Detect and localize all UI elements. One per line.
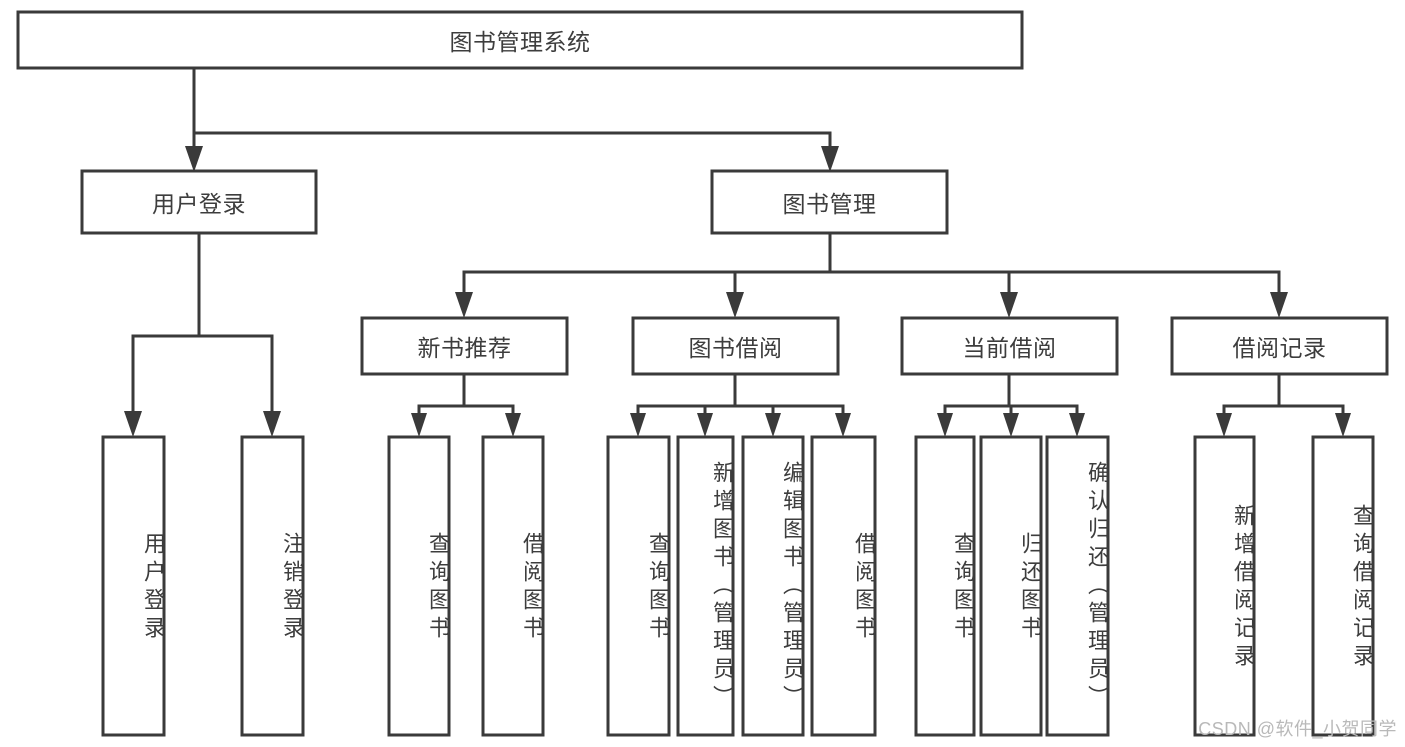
node-box-leaf-edit-book[interactable] xyxy=(741,435,805,737)
connector-current-borrow-to-leaves xyxy=(937,372,1085,437)
node-box-new-book-recommend[interactable] xyxy=(360,316,569,376)
node-box-leaf-query-record[interactable] xyxy=(1311,435,1375,737)
connector-new-book-recommend-to-leaves xyxy=(411,372,521,437)
node-box-leaf-user-login[interactable] xyxy=(101,435,166,737)
node-box-leaf-query-book-3[interactable] xyxy=(914,435,976,737)
node-box-leaf-confirm-return[interactable] xyxy=(1045,435,1110,737)
node-box-leaf-query-book-1[interactable] xyxy=(387,435,451,737)
node-box-book-borrow[interactable] xyxy=(631,316,840,376)
node-box-current-borrow[interactable] xyxy=(900,316,1119,376)
node-box-leaf-return-book[interactable] xyxy=(979,435,1043,737)
node-box-leaf-borrow-book-1[interactable] xyxy=(481,435,545,737)
connector-borrow-record-to-leaves xyxy=(1216,372,1351,437)
connector-user-login-to-leaves xyxy=(124,231,281,437)
watermark-text: CSDN @软件_小贺同学 xyxy=(1198,719,1397,739)
connector-book-borrow-to-leaves xyxy=(630,372,851,437)
node-box-leaf-add-book[interactable] xyxy=(676,435,735,737)
node-box-root[interactable] xyxy=(16,10,1024,70)
node-box-leaf-borrow-book-2[interactable] xyxy=(810,435,877,737)
node-box-leaf-user-logout[interactable] xyxy=(240,435,305,737)
connector-root-to-level2 xyxy=(185,66,839,172)
node-box-leaf-add-record[interactable] xyxy=(1193,435,1256,737)
node-box-borrow-record[interactable] xyxy=(1170,316,1389,376)
connector-book-management-to-level3 xyxy=(455,231,1288,318)
node-box-user-login[interactable] xyxy=(80,169,318,235)
node-box-book-management[interactable] xyxy=(710,169,949,235)
node-box-leaf-query-book-2[interactable] xyxy=(606,435,671,737)
